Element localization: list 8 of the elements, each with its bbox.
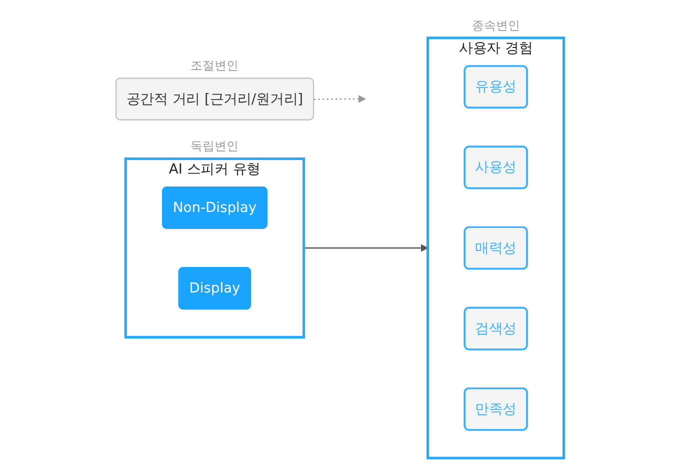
arrow (314, 95, 366, 103)
cluster (124, 157, 306, 339)
arrow (304, 244, 428, 252)
variable-caption: 독립변인 (190, 139, 239, 154)
variable-caption: 종속변인 (472, 18, 520, 32)
cluster (426, 36, 566, 460)
variable-caption: 조절변인 (190, 58, 239, 73)
flowchart: 조절변인 공간적 거리 [근거리/원거리] 종속변인 사용자 경험 유용성 사용성 매력성 검색성 만족성 독립변인 AI 스피커 유형 Non-Display Display (109, 5, 571, 465)
